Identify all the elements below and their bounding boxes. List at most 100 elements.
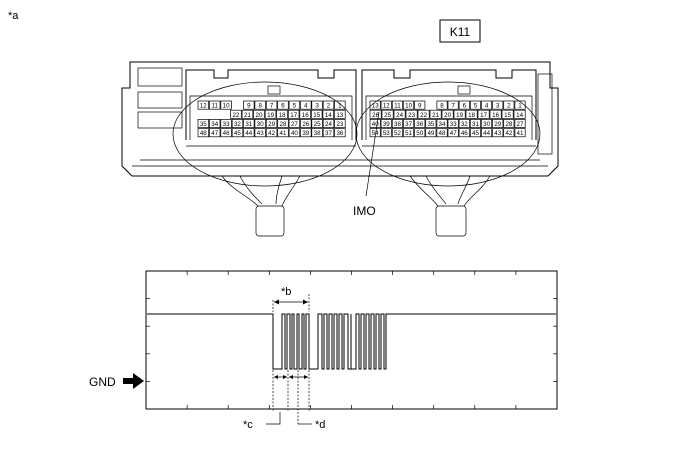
right-block-pin-number: 8	[440, 103, 444, 110]
right-block-pin-cell	[492, 100, 504, 110]
left-block-pin-cell	[300, 100, 312, 110]
left-block-pin-cell	[322, 109, 334, 119]
right-block-pin-number: 38	[394, 121, 401, 128]
right-block-pin-cell	[380, 100, 392, 110]
right-block-pin-number: 14	[516, 112, 523, 119]
left-block-pin-cell	[311, 100, 323, 110]
right-block-pin-cell	[514, 100, 526, 110]
left-block-pin-number: 16	[302, 112, 309, 119]
right-block-pin-number: 16	[492, 112, 499, 119]
right-block-pin-cell	[391, 128, 403, 138]
right-block-pin-cell	[380, 128, 392, 138]
left-block-pin-number: 31	[245, 121, 252, 128]
left-block-highlight-oval	[172, 81, 358, 187]
imo-signal-waveform	[147, 313, 556, 370]
right-block-pin-cell	[492, 119, 504, 128]
right-block-pin-number: 22	[420, 112, 427, 119]
left-block-pin-number: 18	[279, 112, 286, 119]
left-block-pin-cell	[287, 109, 300, 119]
left-block-pin-number: 13	[336, 112, 343, 119]
left-block-pin-number: 30	[257, 121, 264, 128]
right-block-pin-cell	[436, 119, 448, 128]
left-block-pin-number: 43	[257, 130, 264, 137]
left-block-pin-number: 47	[211, 130, 218, 137]
left-block-pin-number: 10	[223, 103, 230, 110]
right-block-pin-number: 19	[456, 112, 463, 119]
left-block-pin-number: 23	[336, 121, 343, 128]
left-block-pin-cell	[220, 100, 232, 110]
scope-ticks	[146, 271, 557, 409]
left-block-pin-number: 44	[245, 130, 252, 137]
right-block-pin-cell	[429, 109, 442, 119]
right-block-pin-number: 27	[517, 121, 524, 128]
right-block-pin-cell	[436, 128, 448, 138]
right-block-pin-number: 48	[439, 130, 446, 137]
left-block-pin-cell	[254, 100, 266, 110]
right-block-pin-number: 51	[405, 130, 412, 137]
right-block-pin-number: 20	[444, 112, 451, 119]
left-block-pin-number: 33	[223, 121, 230, 128]
left-block-pin-number: 35	[200, 121, 207, 128]
left-block-pin-cell	[220, 119, 232, 128]
left-block-pin-number: 28	[280, 121, 287, 128]
left-block-pin-cell	[254, 128, 266, 138]
right-block-pin-number: 2	[507, 103, 511, 110]
right-block-pin-cell	[447, 100, 459, 110]
right-block-pin-cell	[458, 128, 470, 138]
right-block-pin-cell	[513, 109, 526, 119]
right-block-pin-number: 9	[418, 103, 422, 110]
right-block-pin-number: 39	[383, 121, 390, 128]
right-block-pin-number: 52	[394, 130, 401, 137]
right-block-pin-number: 3	[496, 103, 500, 110]
right-block-pin-number: 1	[518, 103, 522, 110]
left-block-pin-cell	[288, 119, 301, 128]
right-block-pin-number: 13	[372, 103, 379, 110]
left-block-pin-number: 7	[270, 103, 274, 110]
oscilloscope-screen	[145, 270, 558, 410]
right-block-pin-number: 47	[450, 130, 457, 137]
right-block-pin-number: 11	[394, 103, 401, 110]
right-block-pin-cell	[369, 100, 381, 110]
left-block-pin-number: 22	[232, 112, 239, 119]
right-block-pin-cell	[414, 100, 426, 110]
left-block-pin-cell	[264, 109, 277, 119]
right-wire-harness	[409, 175, 491, 237]
left-block-pin-number: 12	[200, 103, 207, 110]
left-block-pin-number: 20	[256, 112, 263, 119]
right-block-pin-cell	[391, 100, 403, 110]
right-block-pin-number: 18	[468, 112, 475, 119]
left-block-pin-cell	[209, 119, 221, 128]
left-block-pin-number: 38	[314, 130, 321, 137]
right-block-pin-cell	[469, 128, 481, 138]
left-block-pin-number: 36	[336, 130, 343, 137]
left-block-pin-cell	[197, 128, 209, 138]
left-block-pin-number: 42	[268, 130, 275, 137]
right-block-pin-number: 37	[405, 121, 412, 128]
right-block-pin-number: 50	[416, 130, 423, 137]
right-block-pin-cell	[458, 100, 470, 110]
right-block-pin-cell	[369, 119, 381, 128]
left-block-pin-number: 17	[290, 112, 297, 119]
left-block-pin-number: 19	[267, 112, 274, 119]
left-block-pin-number: 14	[325, 112, 332, 119]
left-block-pin-cell	[322, 119, 335, 128]
right-block-pin-cell	[414, 119, 426, 128]
left-block-pin-cell	[322, 100, 335, 110]
connector-name-tag: K11	[439, 19, 481, 43]
left-block-pin-cell	[277, 100, 289, 110]
right-block-pin-cell	[469, 119, 481, 128]
right-block-highlight-oval	[355, 81, 541, 187]
left-block-pin-cell	[334, 100, 346, 110]
right-block-pin-cell	[453, 109, 466, 119]
left-block-pin-number: 5	[293, 103, 297, 110]
left-block-pin-cell	[220, 128, 232, 138]
right-block-pin-number: 10	[405, 103, 412, 110]
right-block-pin-number: 31	[472, 121, 479, 128]
left-block-pin-cell	[277, 119, 289, 128]
right-block-pin-cell	[503, 100, 515, 110]
ground-arrow-icon	[123, 373, 144, 389]
left-block-pin-number: 29	[268, 121, 275, 128]
right-block-pin-number: 23	[408, 112, 415, 119]
